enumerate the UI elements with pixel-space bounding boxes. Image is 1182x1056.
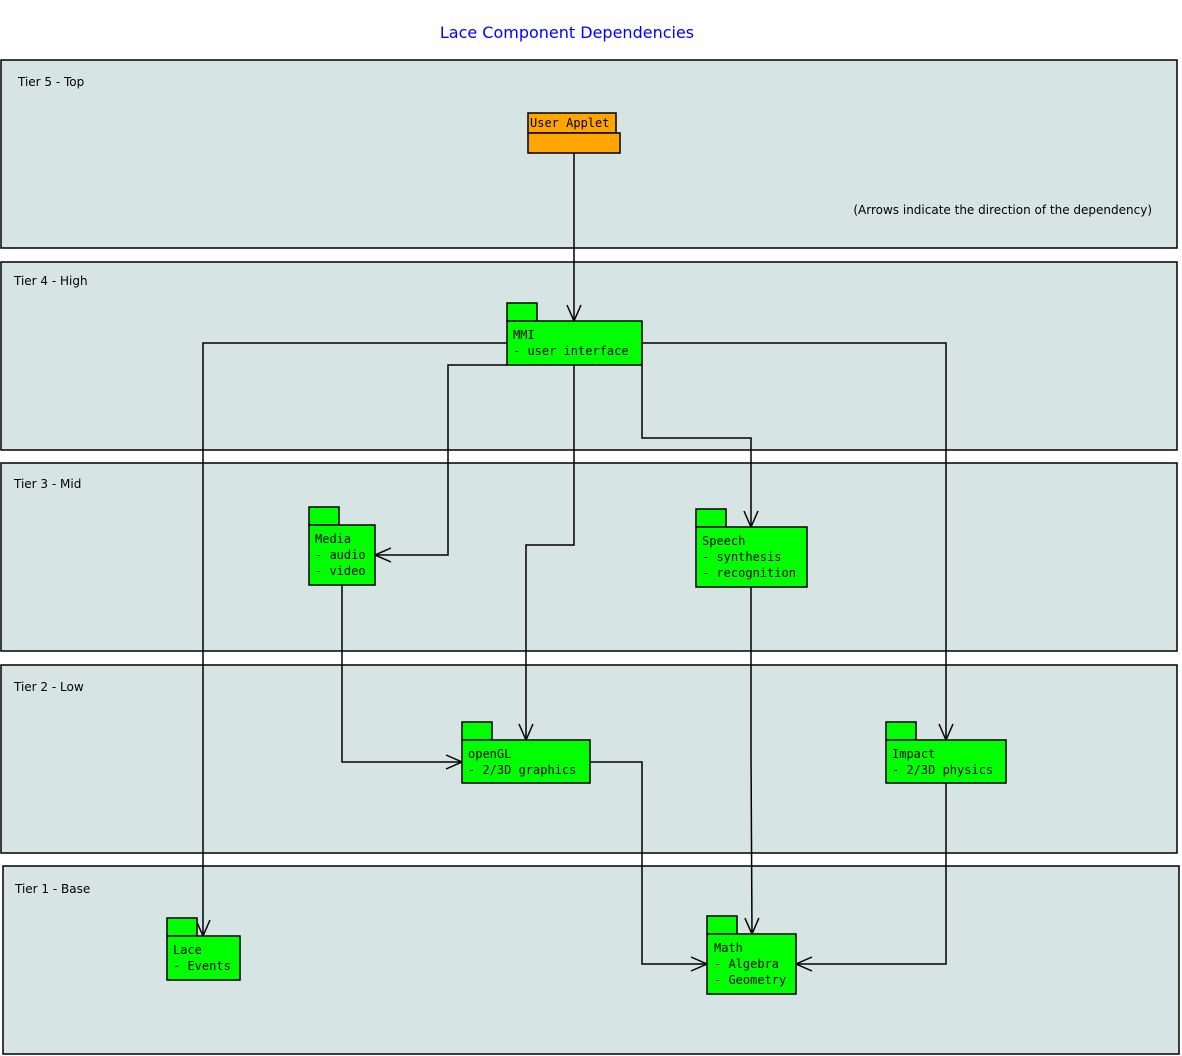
package-opengl[interactable]: openGL - 2/3D graphics: [461, 721, 591, 784]
package-math[interactable]: Math - Algebra - Geometry: [706, 915, 797, 995]
tier-5: Tier 5 - Top (Arrows indicate the direct…: [0, 59, 1178, 249]
tier-5-label: Tier 5 - Top: [17, 75, 84, 89]
package-lace[interactable]: Lace - Events: [166, 917, 241, 981]
package-tab: [695, 508, 727, 528]
package-tab: [885, 721, 917, 741]
tier-1-label: Tier 1 - Base: [14, 882, 90, 896]
package-media[interactable]: Media - audio - video: [308, 506, 376, 586]
tier-2-label: Tier 2 - Low: [13, 680, 84, 694]
edge-opengl-math: [590, 761, 709, 972]
package-tab: [166, 917, 198, 937]
package-body: [695, 526, 808, 588]
package-name: Lace: [173, 943, 202, 957]
package-desc: - Algebra: [714, 957, 779, 971]
package-name: Speech: [702, 534, 745, 548]
package-body: [706, 933, 797, 995]
package-desc: - Events: [173, 959, 231, 973]
package-tab: [506, 302, 538, 322]
dependency-edges: [195, 153, 954, 972]
tier-4-label: Tier 4 - High: [13, 274, 88, 288]
package-name: User Applet: [530, 116, 609, 130]
package-user-applet[interactable]: User Applet: [527, 112, 621, 154]
package-name: Media: [315, 532, 351, 546]
package-desc: - audio: [315, 548, 366, 562]
diagram-title: Lace Component Dependencies: [440, 23, 694, 42]
package-desc: - 2/3D graphics: [468, 763, 576, 777]
package-desc: - synthesis: [702, 550, 781, 564]
edge-speech-math: [744, 587, 760, 936]
package-desc: - 2/3D physics: [892, 763, 993, 777]
package-body: [506, 320, 643, 366]
package-desc: - video: [315, 564, 366, 578]
package-tab: [706, 915, 738, 935]
edge-mmi-impact: [642, 342, 954, 742]
package-name: Math: [714, 941, 743, 955]
package-body: [885, 739, 1007, 784]
package-name: MMI: [513, 328, 535, 342]
tier-5-lane: [0, 59, 1178, 249]
package-tab: [308, 506, 340, 526]
dependency-note: (Arrows indicate the direction of the de…: [853, 203, 1152, 217]
package-body: [308, 524, 376, 586]
package-desc: - Geometry: [714, 973, 786, 987]
package-desc: - user interface: [513, 344, 629, 358]
package-body: [166, 935, 241, 981]
package-desc: - recognition: [702, 566, 796, 580]
tier-3-label: Tier 3 - Mid: [13, 477, 81, 491]
edge-mmi-opengl: [518, 365, 575, 742]
edge-mmi-speech: [641, 365, 759, 529]
edge-mmi-lace: [195, 342, 507, 938]
tier-3-lane: [0, 462, 1178, 652]
package-body: [461, 739, 591, 784]
edge-impact-math: [794, 783, 947, 972]
edge-mmi-media: [373, 364, 507, 563]
package-body: [527, 132, 621, 154]
tier-3: Tier 3 - Mid: [0, 462, 1178, 652]
package-speech[interactable]: Speech - synthesis - recognition: [695, 508, 808, 588]
package-mmi[interactable]: MMI - user interface: [506, 302, 643, 366]
package-tab: [461, 721, 493, 741]
package-name: Impact: [892, 747, 935, 761]
package-name: openGL: [468, 747, 511, 761]
edge-media-opengl: [341, 585, 464, 770]
package-impact[interactable]: Impact - 2/3D physics: [885, 721, 1007, 784]
